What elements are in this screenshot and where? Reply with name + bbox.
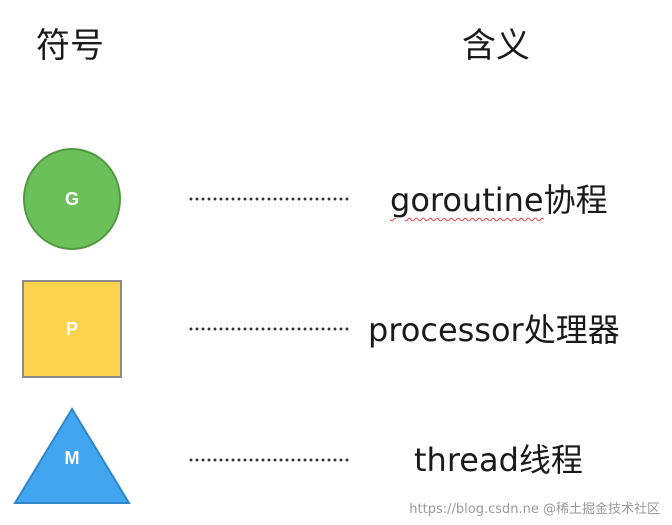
processor-symbol-letter: P bbox=[65, 318, 78, 339]
legend-row-thread: M thread线程 bbox=[0, 406, 672, 510]
goroutine-circle-icon: G bbox=[23, 148, 121, 250]
goroutine-meaning-label: goroutine协程 bbox=[390, 178, 608, 222]
dotted-connector bbox=[188, 197, 350, 201]
legend-row-goroutine: G goroutine协程 bbox=[0, 148, 672, 258]
thread-term-cn: 线程 bbox=[518, 441, 583, 479]
triangle-shape bbox=[13, 407, 131, 504]
goroutine-term-cn: 协程 bbox=[543, 181, 608, 219]
dotted-connector bbox=[188, 327, 350, 331]
processor-term-cn: 处理器 bbox=[523, 311, 620, 349]
goroutine-term: goroutine bbox=[390, 181, 544, 219]
watermark: https://blog.csdn.ne @稀土掘金技术社区 bbox=[409, 502, 660, 517]
processor-meaning-label: processor处理器 bbox=[368, 308, 620, 352]
thread-term: thread bbox=[414, 441, 519, 479]
goroutine-symbol-letter: G bbox=[64, 188, 79, 209]
thread-meaning-label: thread线程 bbox=[414, 438, 583, 482]
legend-row-processor: P processor处理器 bbox=[0, 280, 672, 380]
dotted-connector bbox=[188, 458, 350, 462]
meaning-column-header: 含义 bbox=[462, 26, 530, 66]
thread-symbol-letter: M bbox=[64, 448, 80, 468]
processor-term: processor bbox=[368, 311, 524, 349]
processor-square-icon: P bbox=[22, 280, 122, 378]
thread-triangle-icon: M bbox=[12, 406, 132, 506]
symbol-column-header: 符号 bbox=[36, 26, 104, 66]
